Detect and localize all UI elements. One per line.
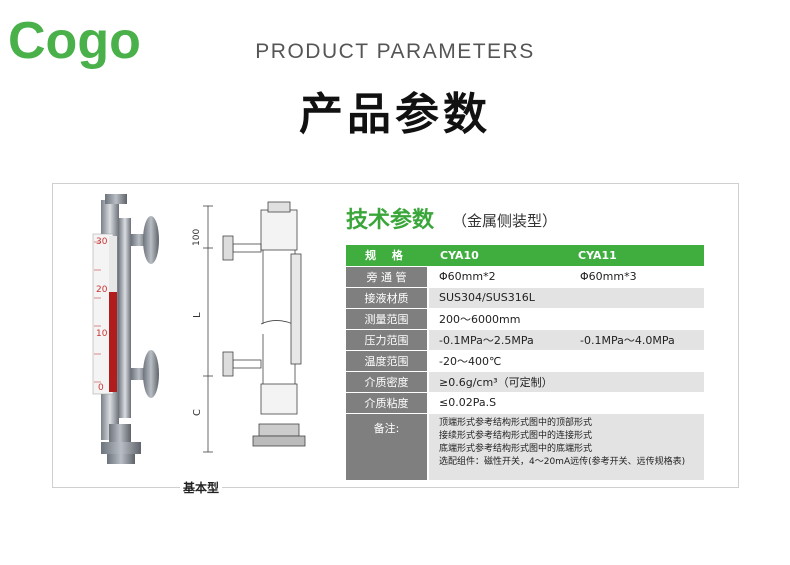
row-value-2: [566, 371, 704, 393]
row-value-1: 200～6000mm: [428, 308, 566, 330]
notes-row: 备注: 顶端形式参考结构形式图中的顶部形式 接续形式参考结构形式图中的连接形式 …: [346, 413, 704, 481]
row-label: 旁 通 管: [346, 266, 429, 288]
row-value-2: [566, 308, 704, 330]
page-title: 产品参数: [299, 89, 491, 140]
scale-tick-20: 20: [96, 285, 108, 295]
row-label: 压力范围: [346, 329, 429, 351]
table-row: 测量范围 200～6000mm: [346, 308, 704, 330]
spec-header-row: 规 格 CYA10 CYA11: [346, 245, 704, 267]
spec-header-col1: CYA10: [428, 245, 566, 267]
brand-text: Cogo: [8, 12, 141, 70]
dimension-drawing: [203, 201, 306, 453]
spec-title: 技术参数: [346, 208, 435, 233]
notes-content: 顶端形式参考结构形式图中的顶部形式 接续形式参考结构形式图中的连接形式 底端形式…: [428, 413, 704, 481]
row-label: 温度范围: [346, 350, 429, 372]
spec-header-col2: CYA11: [566, 245, 704, 267]
page-subtitle: PRODUCT PARAMETERS: [255, 40, 535, 63]
row-value-1: ≤0.02Pa.S: [428, 392, 566, 414]
spec-subtitle: （金属侧装型）: [452, 212, 558, 230]
row-label: 介质粘度: [346, 392, 429, 414]
row-value-1: -20～400℃: [428, 350, 566, 372]
table-row: 介质粘度 ≤0.02Pa.S: [346, 392, 704, 414]
note-line: 底端形式参考结构形式图中的底端形式: [439, 443, 593, 454]
row-value-2: [566, 350, 704, 372]
table-row: 接液材质 SUS304/SUS316L: [346, 287, 704, 309]
figure-caption: 基本型: [180, 479, 223, 496]
level-indicator: [109, 292, 117, 392]
row-value-1: Φ60mm*2: [428, 266, 566, 288]
dim-label-c: C: [192, 409, 203, 416]
table-row: 介质密度 ≥0.6g/cm³（可定制）: [346, 371, 704, 393]
table-row: 旁 通 管 Φ60mm*2 Φ60mm*3: [346, 266, 704, 288]
row-value-1: -0.1MPa～2.5MPa: [428, 329, 566, 351]
row-value-2: Φ60mm*3: [566, 266, 704, 288]
spec-header-label: 规 格: [346, 245, 428, 267]
row-label: 接液材质: [346, 287, 429, 309]
row-value-2: [566, 287, 704, 309]
product-illustration: 30 20 10 0: [92, 194, 306, 464]
row-value-1: SUS304/SUS316L: [428, 287, 566, 309]
row-value-2: -0.1MPa～4.0MPa: [566, 329, 704, 351]
table-row: 温度范围 -20～400℃: [346, 350, 704, 372]
table-row: 压力范围 -0.1MPa～2.5MPa -0.1MPa～4.0MPa: [346, 329, 704, 351]
dim-label-l: L: [192, 312, 203, 318]
row-value-1: ≥0.6g/cm³（可定制）: [428, 371, 566, 393]
spec-table: 规 格 CYA10 CYA11 旁 通 管 Φ60mm*2 Φ60mm*3 接液…: [346, 245, 704, 481]
note-line: 顶端形式参考结构形式图中的顶部形式: [439, 417, 593, 428]
dim-label-100: 100: [192, 229, 202, 246]
note-line: 接续形式参考结构形式图中的连接形式: [439, 430, 593, 441]
cogo-logo: Cogo: [8, 12, 141, 70]
gauge-photo: 30 20 10 0: [92, 194, 159, 464]
scale-tick-30: 30: [96, 237, 108, 247]
row-value-2: [566, 392, 704, 414]
notes-label: 备注:: [346, 413, 429, 481]
row-label: 测量范围: [346, 308, 429, 330]
row-label: 介质密度: [346, 371, 429, 393]
scale-tick-10: 10: [96, 329, 108, 339]
note-line: 选配组件：磁性开关，4～20mA远传(参考开关、远传规格表): [439, 456, 686, 467]
scale-tick-0: 0: [98, 383, 104, 393]
